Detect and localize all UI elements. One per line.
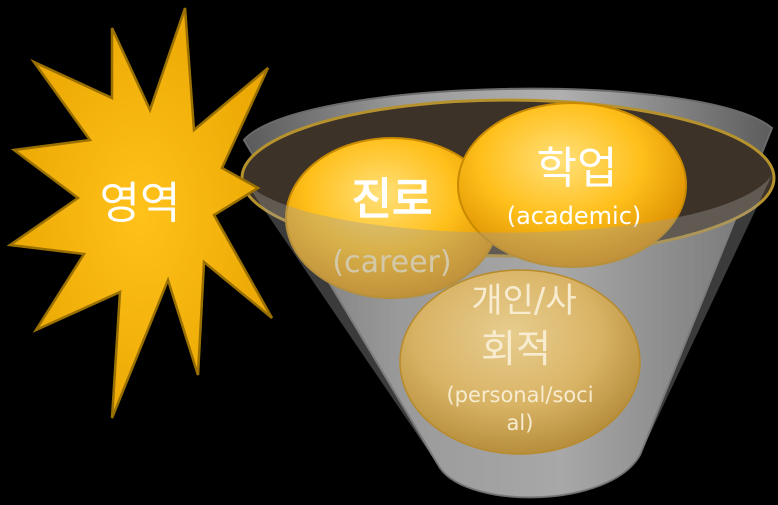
academic-subtitle: (academic) <box>507 202 642 230</box>
personal-social-circle: 개인/사 회적 (personal/soci al) <box>399 269 641 455</box>
career-circle: 진로 (career) <box>285 137 499 299</box>
career-title: 진로 <box>352 174 433 225</box>
starburst-label: 영역 <box>100 178 181 229</box>
starburst: 영역 <box>6 7 274 419</box>
personal-social-title-line1: 개인/사 <box>471 281 576 321</box>
career-subtitle: (career) <box>332 245 451 280</box>
academic-title: 학업 <box>537 143 618 194</box>
personal-social-subtitle-line1: (personal/soci <box>446 383 593 407</box>
starburst-shape <box>6 7 274 419</box>
academic-circle: 학업 (academic) <box>457 102 687 268</box>
personal-social-title-line2: 회적 <box>481 327 551 371</box>
personal-social-subtitle-line2: al) <box>507 411 534 435</box>
